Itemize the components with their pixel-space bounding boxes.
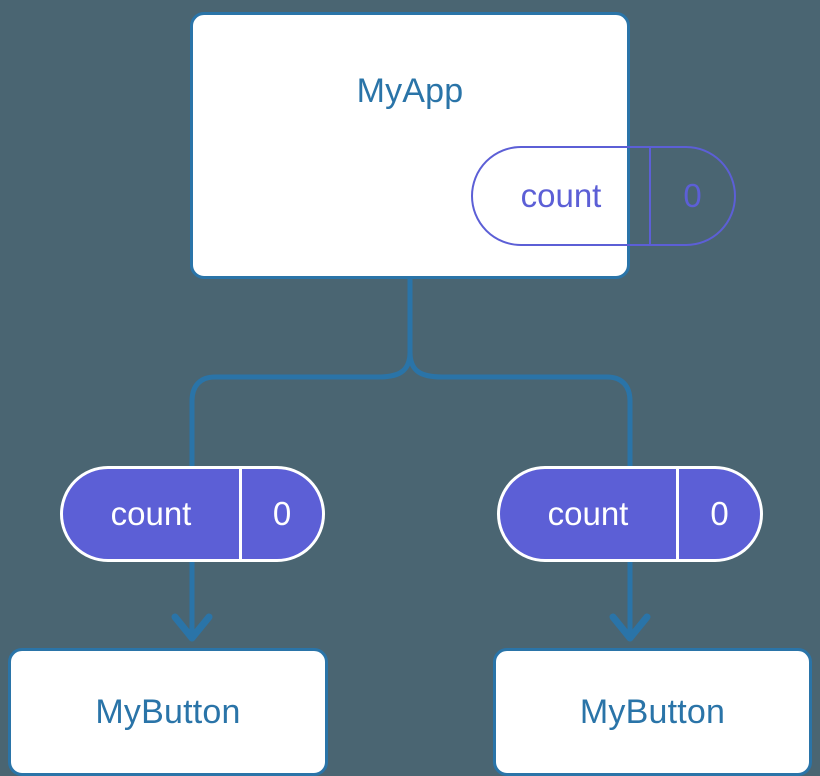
state-pill-value: 0	[676, 469, 760, 559]
edge-fork-right	[407, 351, 633, 466]
component-title-mybutton-right: MyButton	[579, 693, 726, 731]
edge-fork-left	[189, 351, 413, 466]
state-pill-myapp[interactable]: count 0	[471, 146, 736, 246]
arrowhead-right	[609, 613, 651, 642]
state-pill-branch-right[interactable]: count 0	[497, 466, 763, 562]
component-card-myapp[interactable]: MyApp count 0	[190, 12, 736, 279]
state-pill-key: count	[110, 495, 192, 532]
state-pill-branch-left[interactable]: count 0	[60, 466, 325, 562]
state-pill-key: count	[547, 495, 629, 532]
state-pill-value: 0	[239, 469, 322, 559]
component-card-mybutton-left[interactable]: MyButton	[8, 648, 328, 776]
component-card-mybutton-right[interactable]: MyButton	[493, 648, 812, 776]
state-pill-value: 0	[649, 148, 734, 244]
state-pill-key: count	[520, 177, 602, 214]
component-title-mybutton-left: MyButton	[95, 693, 241, 731]
arrowhead-left	[171, 613, 213, 642]
component-title-myapp: MyApp	[356, 72, 464, 110]
